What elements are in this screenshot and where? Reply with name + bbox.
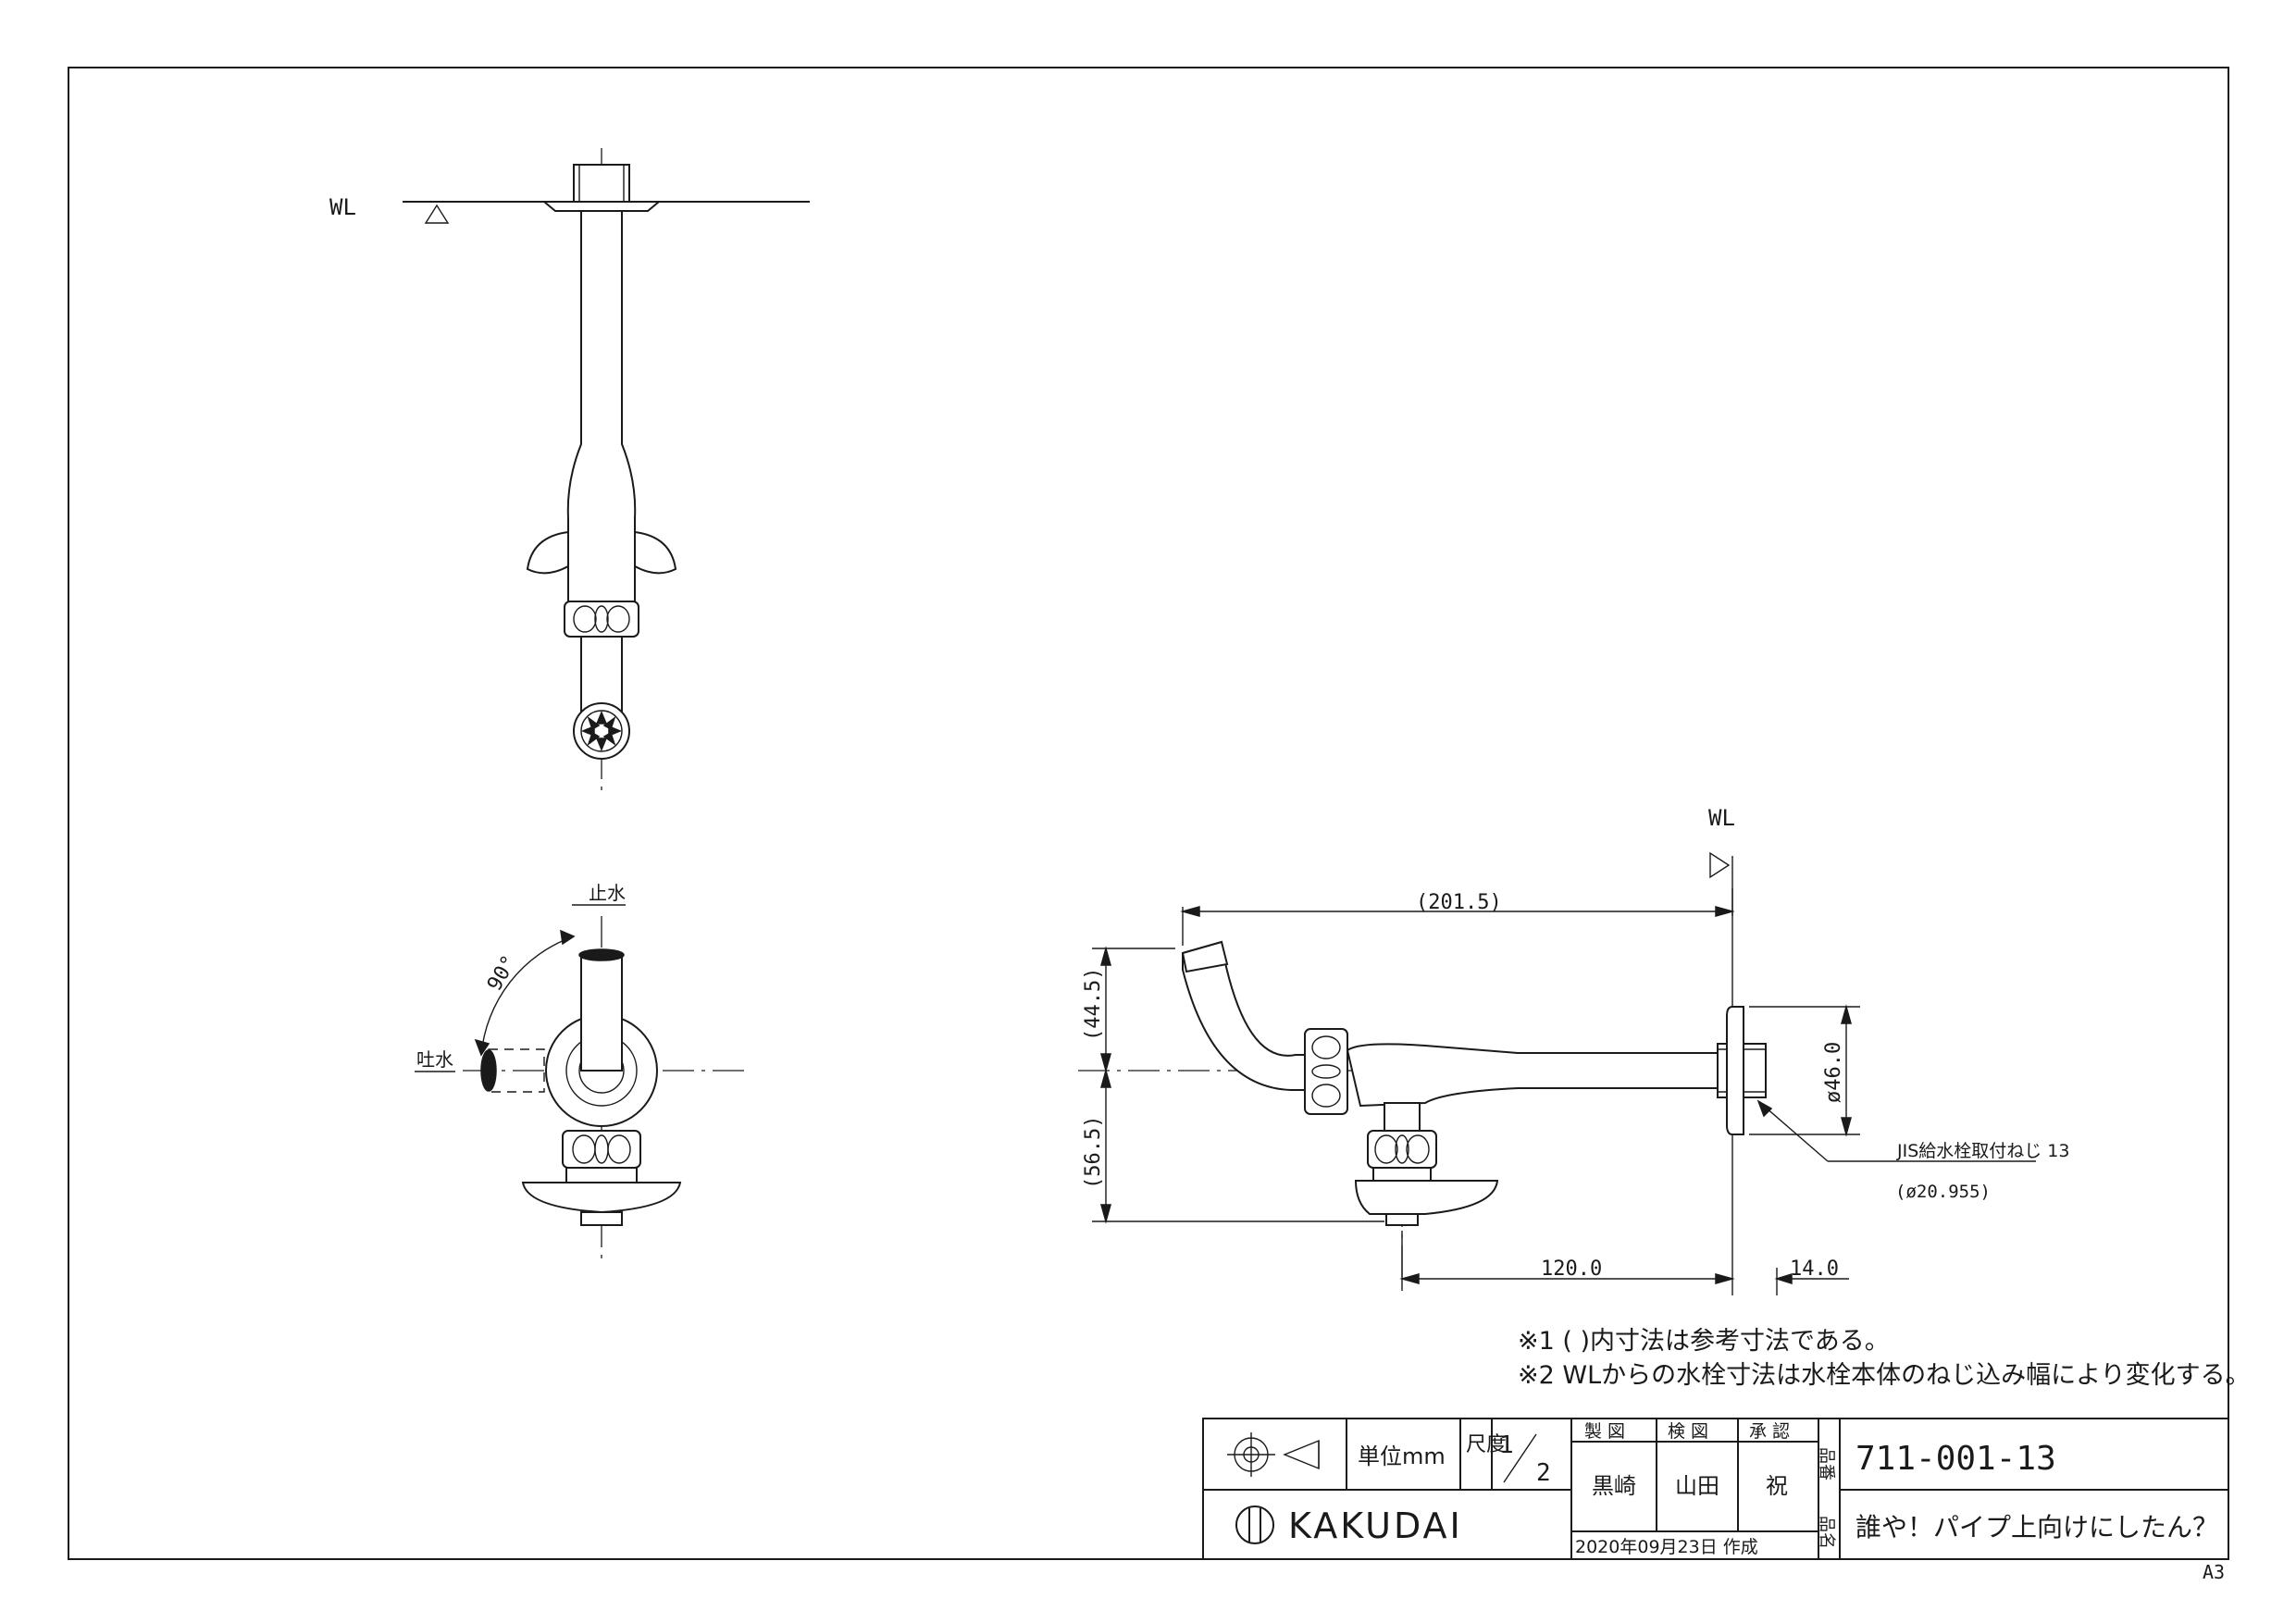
top-view: WL (329, 148, 810, 798)
drawn-by: 黒崎 (1592, 1473, 1636, 1499)
title-block: 単位mm 尺度 1 2 製 図 検 図 承 認 黒崎 山田 祝 2020年09月… (1202, 1418, 2229, 1560)
wall-flange-front (521, 1182, 682, 1214)
approved-by: 祝 (1766, 1473, 1788, 1499)
side-view: WL (201. (1078, 805, 2069, 1295)
kakudai-logo-icon (1235, 1505, 1274, 1544)
part-name: 誰や！パイプ上向けにしたん？ (1855, 1512, 2218, 1542)
handle-front (580, 954, 623, 1072)
angle-arc (480, 935, 575, 1056)
union-nut-front (562, 1130, 641, 1169)
wing-left (526, 530, 569, 575)
sheet-size: A3 (2203, 1561, 2225, 1583)
thread-dia: (ø20.955) (1895, 1182, 1991, 1202)
brand-name: KAKUDAI (1288, 1505, 1463, 1546)
checked-label: 検 図 (1668, 1421, 1708, 1442)
wl-marker-side (1709, 851, 1731, 879)
dim-lower: (56.5) (1082, 1116, 1105, 1189)
handle-nut-side (1367, 1130, 1437, 1169)
drawn-label: 製 図 (1584, 1421, 1625, 1442)
pipe-body-top (566, 210, 637, 602)
thread-label: JIS給水栓取付ねじ 13 (1896, 1141, 2069, 1161)
wl-label-top: WL (329, 194, 356, 220)
dim-len: 120.0 (1541, 1258, 1602, 1281)
scale-den: 2 (1536, 1459, 1551, 1487)
projection-symbol-icon (1227, 1432, 1320, 1477)
handle-side (1354, 1180, 1499, 1215)
part-no-label: 品番 (1817, 1447, 1836, 1481)
note-1: ※1 ( )内寸法は参考寸法である。 (1518, 1327, 1890, 1356)
front-view: 止水 吐水 90° (415, 882, 750, 1258)
date-created: 2020年09月23日 作成 (1575, 1537, 1758, 1557)
angle-label: 90° (483, 951, 522, 995)
dimensions: (201.5) (44.5) (56.5) ø46.0 JIS給水栓取付ねじ 1… (1082, 888, 2069, 1295)
thread-nipple-top (573, 164, 630, 203)
dim-dia: ø46.0 (1822, 1042, 1845, 1103)
dim-flange: 14.0 (1790, 1258, 1839, 1281)
unit-label: 単位mm (1358, 1443, 1446, 1469)
scale-num: 1 (1499, 1431, 1514, 1459)
label-stop: 止水 (589, 882, 626, 904)
wl-marker-top (424, 204, 450, 224)
union-nut-side (1304, 1028, 1348, 1115)
label-spout: 吐水 (416, 1048, 453, 1071)
drawing-border (68, 67, 2229, 1560)
approved-label: 承 認 (1749, 1421, 1790, 1442)
part-no: 711-001-13 (1855, 1440, 2056, 1478)
wl-label-side: WL (1708, 805, 1735, 831)
wall-flange-side (1726, 1006, 1744, 1135)
dim-total: (201.5) (1416, 891, 1502, 914)
note-2: ※2 WLからの水栓寸法は水栓本体のねじ込み幅により変化する。 (1518, 1361, 2251, 1390)
scale-label: 尺度 (1466, 1433, 1507, 1456)
part-name-label: 品名 (1817, 1516, 1836, 1549)
dim-upper: (44.5) (1082, 968, 1105, 1041)
wing-right (634, 530, 677, 575)
pipe-body-side (1346, 1043, 1719, 1108)
checked-by: 山田 (1675, 1473, 1719, 1499)
